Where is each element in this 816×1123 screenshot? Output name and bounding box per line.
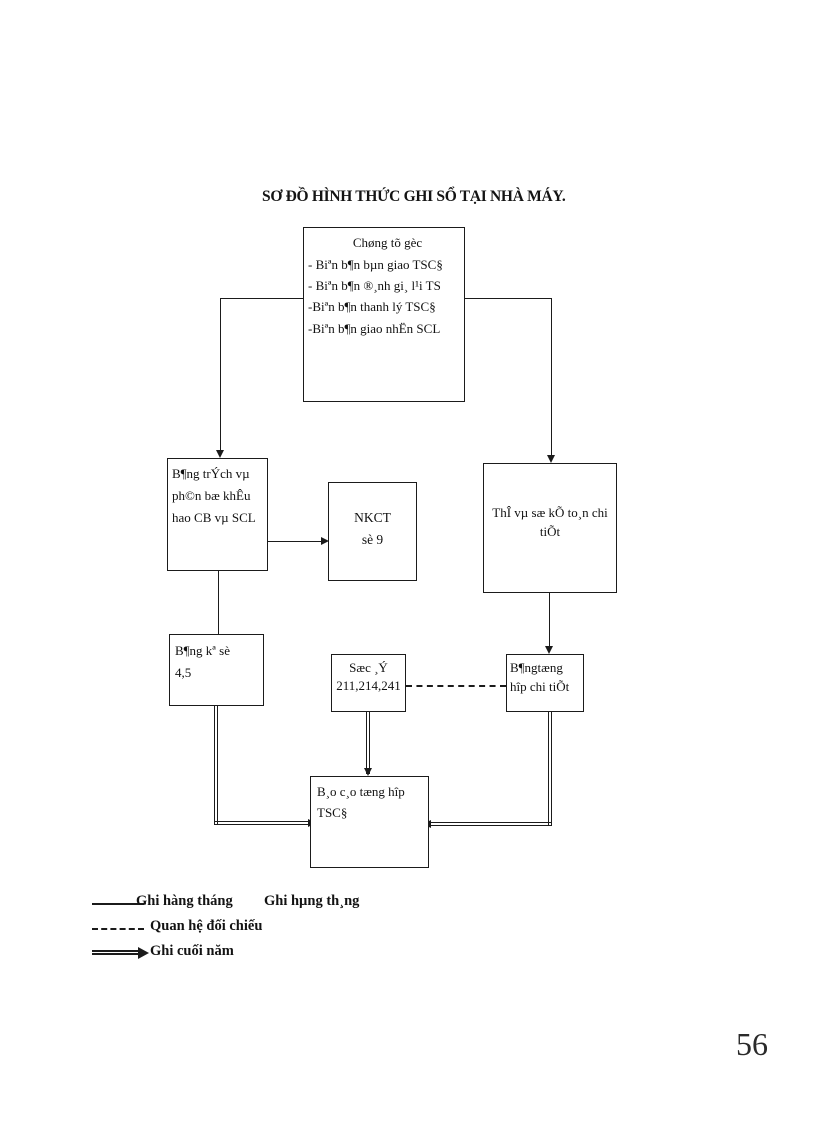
summary-sheet-line-1: B¶ng kª sè — [175, 643, 230, 658]
report-line-2: TSC§ — [317, 805, 348, 821]
source-documents-item-1: - Biªn b¶n bµn giao TSC§ — [308, 257, 443, 273]
connector-depreciation-to-nkct — [268, 541, 322, 542]
summary-sheet-line-2: 4,5 — [175, 665, 192, 681]
connector-source-to-left-horizontal — [220, 298, 304, 299]
legend-label-monthly: Ghi hàng tháng — [136, 893, 233, 909]
legend-row-yearend: Ghi cuối năm — [92, 943, 512, 968]
legend-row-comparison: Quan hệ đối chiếu — [92, 918, 512, 943]
depreciation-line-3: hao CB vµ SCL — [172, 510, 256, 526]
double-line-icon — [92, 950, 140, 955]
depreciation-line-2: ph©n bæ khÊu — [172, 488, 251, 504]
source-documents-item-3: -Biªn b¶n thanh lý TSC§ — [308, 299, 436, 315]
general-ledger-line-1: Sæc ¸Ý — [349, 660, 388, 675]
arrowhead-to-nkct-box — [321, 537, 329, 545]
connector-source-to-right-horizontal — [464, 298, 552, 299]
double-arrowhead-icon — [138, 947, 149, 959]
page-number: 56 — [736, 1026, 768, 1062]
node-detail-cards-and-ledgers[interactable]: ThÎ vµ sæ kÕ to¸n chi tiÕt — [483, 463, 617, 593]
source-documents-item-4: -Biªn b¶n giao nhËn SCL — [308, 320, 441, 336]
arrowhead-to-depreciation-box — [216, 450, 224, 458]
dashed-line-icon — [92, 928, 144, 930]
connector-aggregate-to-report-horizontal-double — [425, 822, 552, 826]
nkct-line-2: sè 9 — [361, 531, 384, 547]
connector-depreciation-to-summary-sheet — [218, 571, 219, 634]
node-general-ledger[interactable]: Sæc ¸Ý 211,214,241 — [331, 654, 406, 712]
connector-aggregate-to-report-vertical-double — [548, 710, 552, 826]
source-documents-heading: Chøng tõ gèc — [352, 235, 423, 250]
node-nkct-journal[interactable]: NKCT sè 9 — [328, 482, 417, 581]
legend: Ghi hàng tháng Ghi hµng th¸ng Quan hệ đố… — [92, 893, 512, 968]
detail-cards-line-1: ThÎ vµ sæ kÕ to¸n chi — [492, 505, 608, 520]
legend-row-monthly: Ghi hàng tháng Ghi hµng th¸ng — [92, 893, 512, 918]
detail-cards-line-2: tiÕt — [539, 524, 561, 540]
solid-line-icon — [92, 903, 144, 905]
arrowhead-ledger-to-report — [364, 768, 372, 776]
legend-label-yearend: Ghi cuối năm — [150, 943, 234, 959]
node-detail-aggregation-table[interactable]: B¶ngtæng hîp chi tiÕt — [506, 654, 584, 712]
connector-source-to-left-vertical — [220, 298, 221, 450]
node-depreciation-allocation-table[interactable]: B¶ng trÝch vµ ph©n bæ khÊu hao CB vµ SCL — [167, 458, 268, 571]
report-line-1: B¸o c¸o tæng hîp — [317, 784, 405, 799]
node-fixed-asset-summary-report[interactable]: B¸o c¸o tæng hîp TSC§ — [310, 776, 429, 868]
page-title: SƠ ĐỒ HÌNH THỨC GHI SỔ TẠI NHÀ MÁY. — [262, 188, 566, 205]
legend-label-comparison: Quan hệ đối chiếu — [150, 918, 263, 934]
arrowhead-to-detail-aggregate-box — [545, 646, 553, 654]
arrowhead-to-detail-cards-box — [547, 455, 555, 463]
connector-summary-to-report-vertical-double — [214, 706, 218, 825]
connector-source-to-right-vertical — [551, 298, 552, 455]
node-summary-sheet[interactable]: B¶ng kª sè 4,5 — [169, 634, 264, 706]
general-ledger-line-2: 211,214,241 — [336, 678, 401, 694]
legend-label-monthly-secondary: Ghi hµng th¸ng — [264, 893, 360, 909]
connector-dashed-comparison — [406, 685, 506, 687]
nkct-line-1: NKCT — [354, 510, 391, 525]
connector-detail-cards-to-aggregate — [549, 593, 550, 646]
detail-aggregate-line-1: B¶ngtæng — [510, 660, 563, 675]
detail-aggregate-line-2: hîp chi tiÕt — [510, 679, 570, 695]
source-documents-item-2: - Biªn b¶n ®¸nh gi¸ l¹i TS — [308, 278, 441, 294]
connector-ledger-to-report-double — [366, 712, 370, 774]
connector-summary-to-report-horizontal-double — [214, 821, 318, 825]
depreciation-line-1: B¶ng trÝch vµ — [172, 466, 250, 481]
node-source-documents[interactable]: Chøng tõ gèc - Biªn b¶n bµn giao TSC§ - … — [303, 227, 465, 402]
